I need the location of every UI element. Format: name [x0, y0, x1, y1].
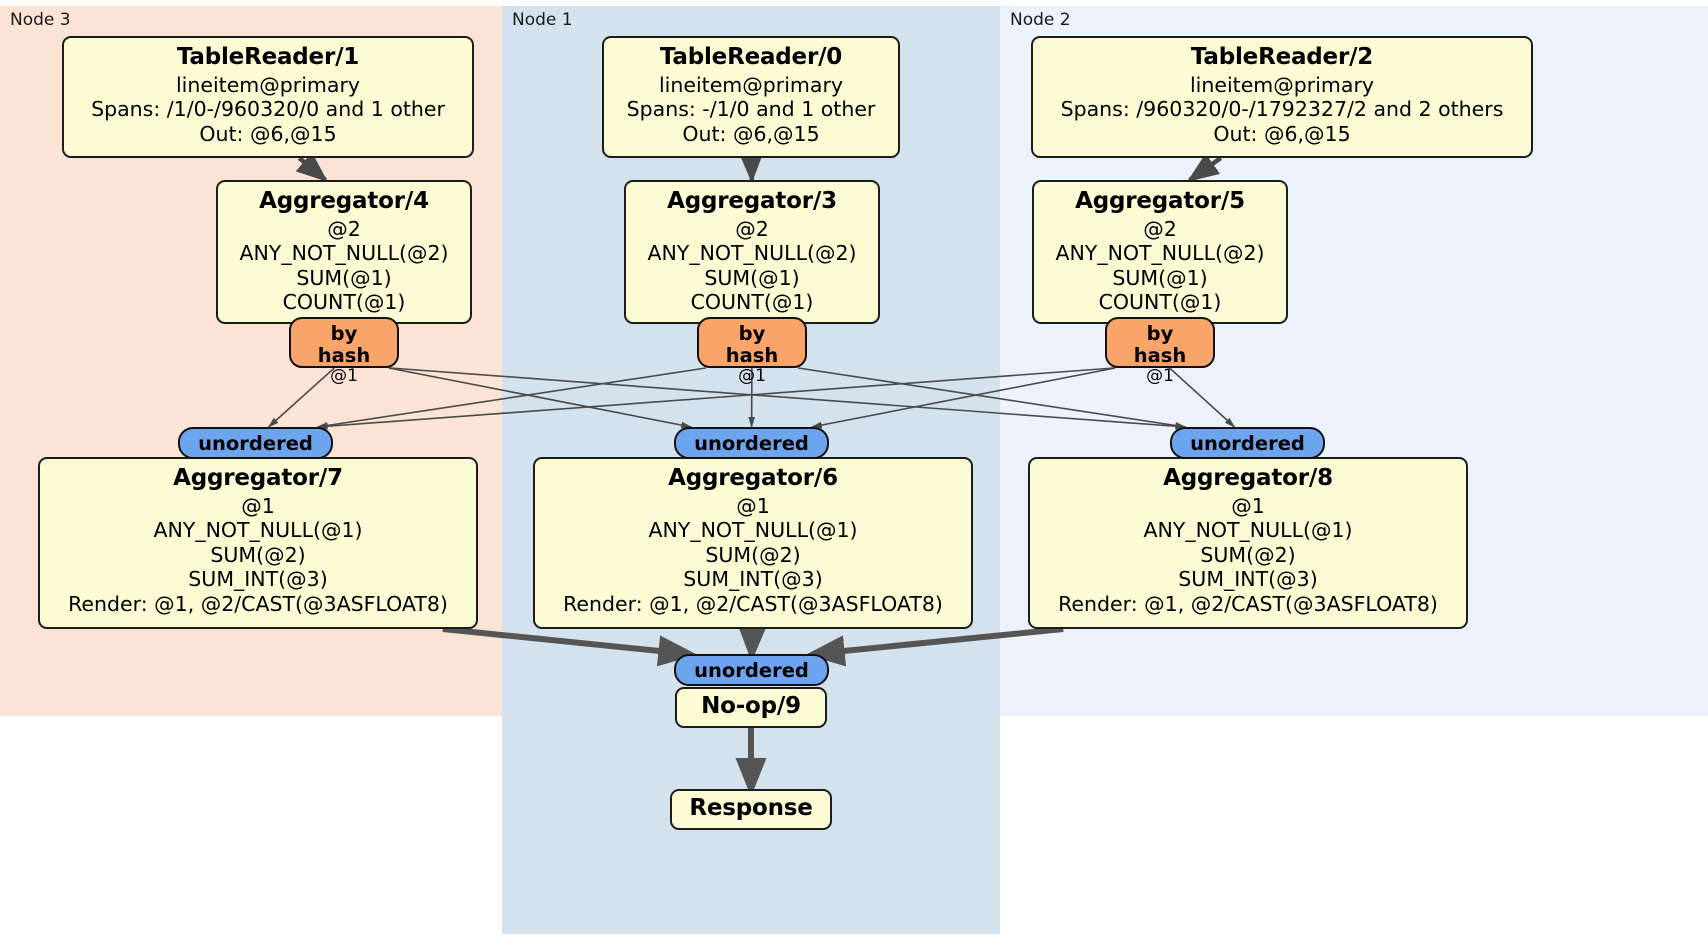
- hash-router-column: @1: [1146, 365, 1174, 386]
- processor-detail-line: @2: [327, 216, 361, 241]
- processor-detail-line: SUM(@2): [210, 542, 306, 567]
- hash-router-column: @1: [330, 365, 358, 386]
- processor-detail-line: SUM(@1): [704, 265, 800, 290]
- unordered-collector-unord8[interactable]: unordered: [1170, 427, 1325, 459]
- unordered-collector-label: unordered: [694, 659, 809, 682]
- processor-detail-line: COUNT(@1): [282, 290, 406, 315]
- processor-detail-line: ANY_NOT_NULL(@1): [1143, 518, 1353, 543]
- processor-detail-line: Spans: /1/0-/960320/0 and 1 other: [91, 97, 445, 122]
- processor-detail-line: ANY_NOT_NULL(@1): [648, 518, 858, 543]
- processor-detail-line: SUM(@1): [296, 265, 392, 290]
- processor-title: Aggregator/7: [173, 465, 343, 491]
- processor-detail-line: ANY_NOT_NULL(@1): [153, 518, 363, 543]
- processor-detail-line: SUM(@2): [705, 542, 801, 567]
- node-region-label: Node 3: [10, 10, 71, 30]
- processor-detail-line: @2: [735, 216, 769, 241]
- processor-detail-line: Out: @6,@15: [1213, 121, 1351, 146]
- unordered-collector-label: unordered: [198, 432, 313, 455]
- processor-detail-line: @1: [241, 493, 275, 518]
- processor-title: Aggregator/8: [1163, 465, 1333, 491]
- processor-detail-line: Render: @1, @2/CAST(@3ASFLOAT8): [68, 591, 448, 616]
- processor-title: Aggregator/6: [668, 465, 838, 491]
- processor-detail-line: Out: @6,@15: [682, 121, 820, 146]
- hash-router-hash5[interactable]: by hash@1: [1105, 317, 1215, 385]
- processor-title: TableReader/1: [176, 44, 360, 70]
- processor-detail-line: @1: [736, 493, 770, 518]
- processor-detail-line: lineitem@primary: [175, 72, 361, 97]
- hash-router-label: by hash: [725, 322, 779, 367]
- processor-detail-line: ANY_NOT_NULL(@2): [647, 241, 857, 266]
- processor-detail-line: @1: [1231, 493, 1265, 518]
- hash-router-label: by hash: [317, 322, 371, 367]
- unordered-collector-unord6[interactable]: unordered: [674, 427, 829, 459]
- processor-detail-line: SUM(@2): [1200, 542, 1296, 567]
- processor-detail-line: SUM_INT(@3): [683, 567, 823, 592]
- processor-detail-line: COUNT(@1): [690, 290, 814, 315]
- node-region-label: Node 2: [1010, 10, 1071, 30]
- processor-detail-line: SUM_INT(@3): [188, 567, 328, 592]
- processor-detail-line: ANY_NOT_NULL(@2): [239, 241, 449, 266]
- processor-detail-line: Spans: -/1/0 and 1 other: [626, 97, 876, 122]
- unordered-collector-unord9[interactable]: unordered: [674, 654, 829, 686]
- processor-response[interactable]: Response: [670, 789, 832, 830]
- processor-detail-line: Render: @1, @2/CAST(@3ASFLOAT8): [563, 591, 943, 616]
- processor-title: TableReader/0: [659, 44, 843, 70]
- processor-detail-line: lineitem@primary: [658, 72, 844, 97]
- unordered-collector-unord7[interactable]: unordered: [178, 427, 333, 459]
- hash-router-column: @1: [738, 365, 766, 386]
- processor-detail-line: Render: @1, @2/CAST(@3ASFLOAT8): [1058, 591, 1438, 616]
- processor-title: Response: [689, 795, 813, 821]
- hash-router-hash3[interactable]: by hash@1: [697, 317, 807, 385]
- processor-title: Aggregator/5: [1075, 188, 1245, 214]
- processor-detail-line: SUM_INT(@3): [1178, 567, 1318, 592]
- processor-title: TableReader/2: [1190, 44, 1374, 70]
- processor-detail-line: SUM(@1): [1112, 265, 1208, 290]
- unordered-collector-label: unordered: [694, 432, 809, 455]
- processor-title: Aggregator/4: [259, 188, 429, 214]
- hash-router-label: by hash: [1133, 322, 1187, 367]
- processor-detail-line: COUNT(@1): [1098, 290, 1222, 315]
- unordered-collector-label: unordered: [1190, 432, 1305, 455]
- processor-detail-line: lineitem@primary: [1189, 72, 1375, 97]
- node-region-label: Node 1: [512, 10, 573, 30]
- processor-detail-line: ANY_NOT_NULL(@2): [1055, 241, 1265, 266]
- processor-detail-line: @2: [1143, 216, 1177, 241]
- processor-noop9[interactable]: No-op/9: [675, 687, 827, 728]
- processor-title: No-op/9: [701, 693, 801, 719]
- processor-title: Aggregator/3: [667, 188, 837, 214]
- hash-router-hash4[interactable]: by hash@1: [289, 317, 399, 385]
- processor-detail-line: Out: @6,@15: [199, 121, 337, 146]
- processor-detail-line: Spans: /960320/0-/1792327/2 and 2 others: [1060, 97, 1504, 122]
